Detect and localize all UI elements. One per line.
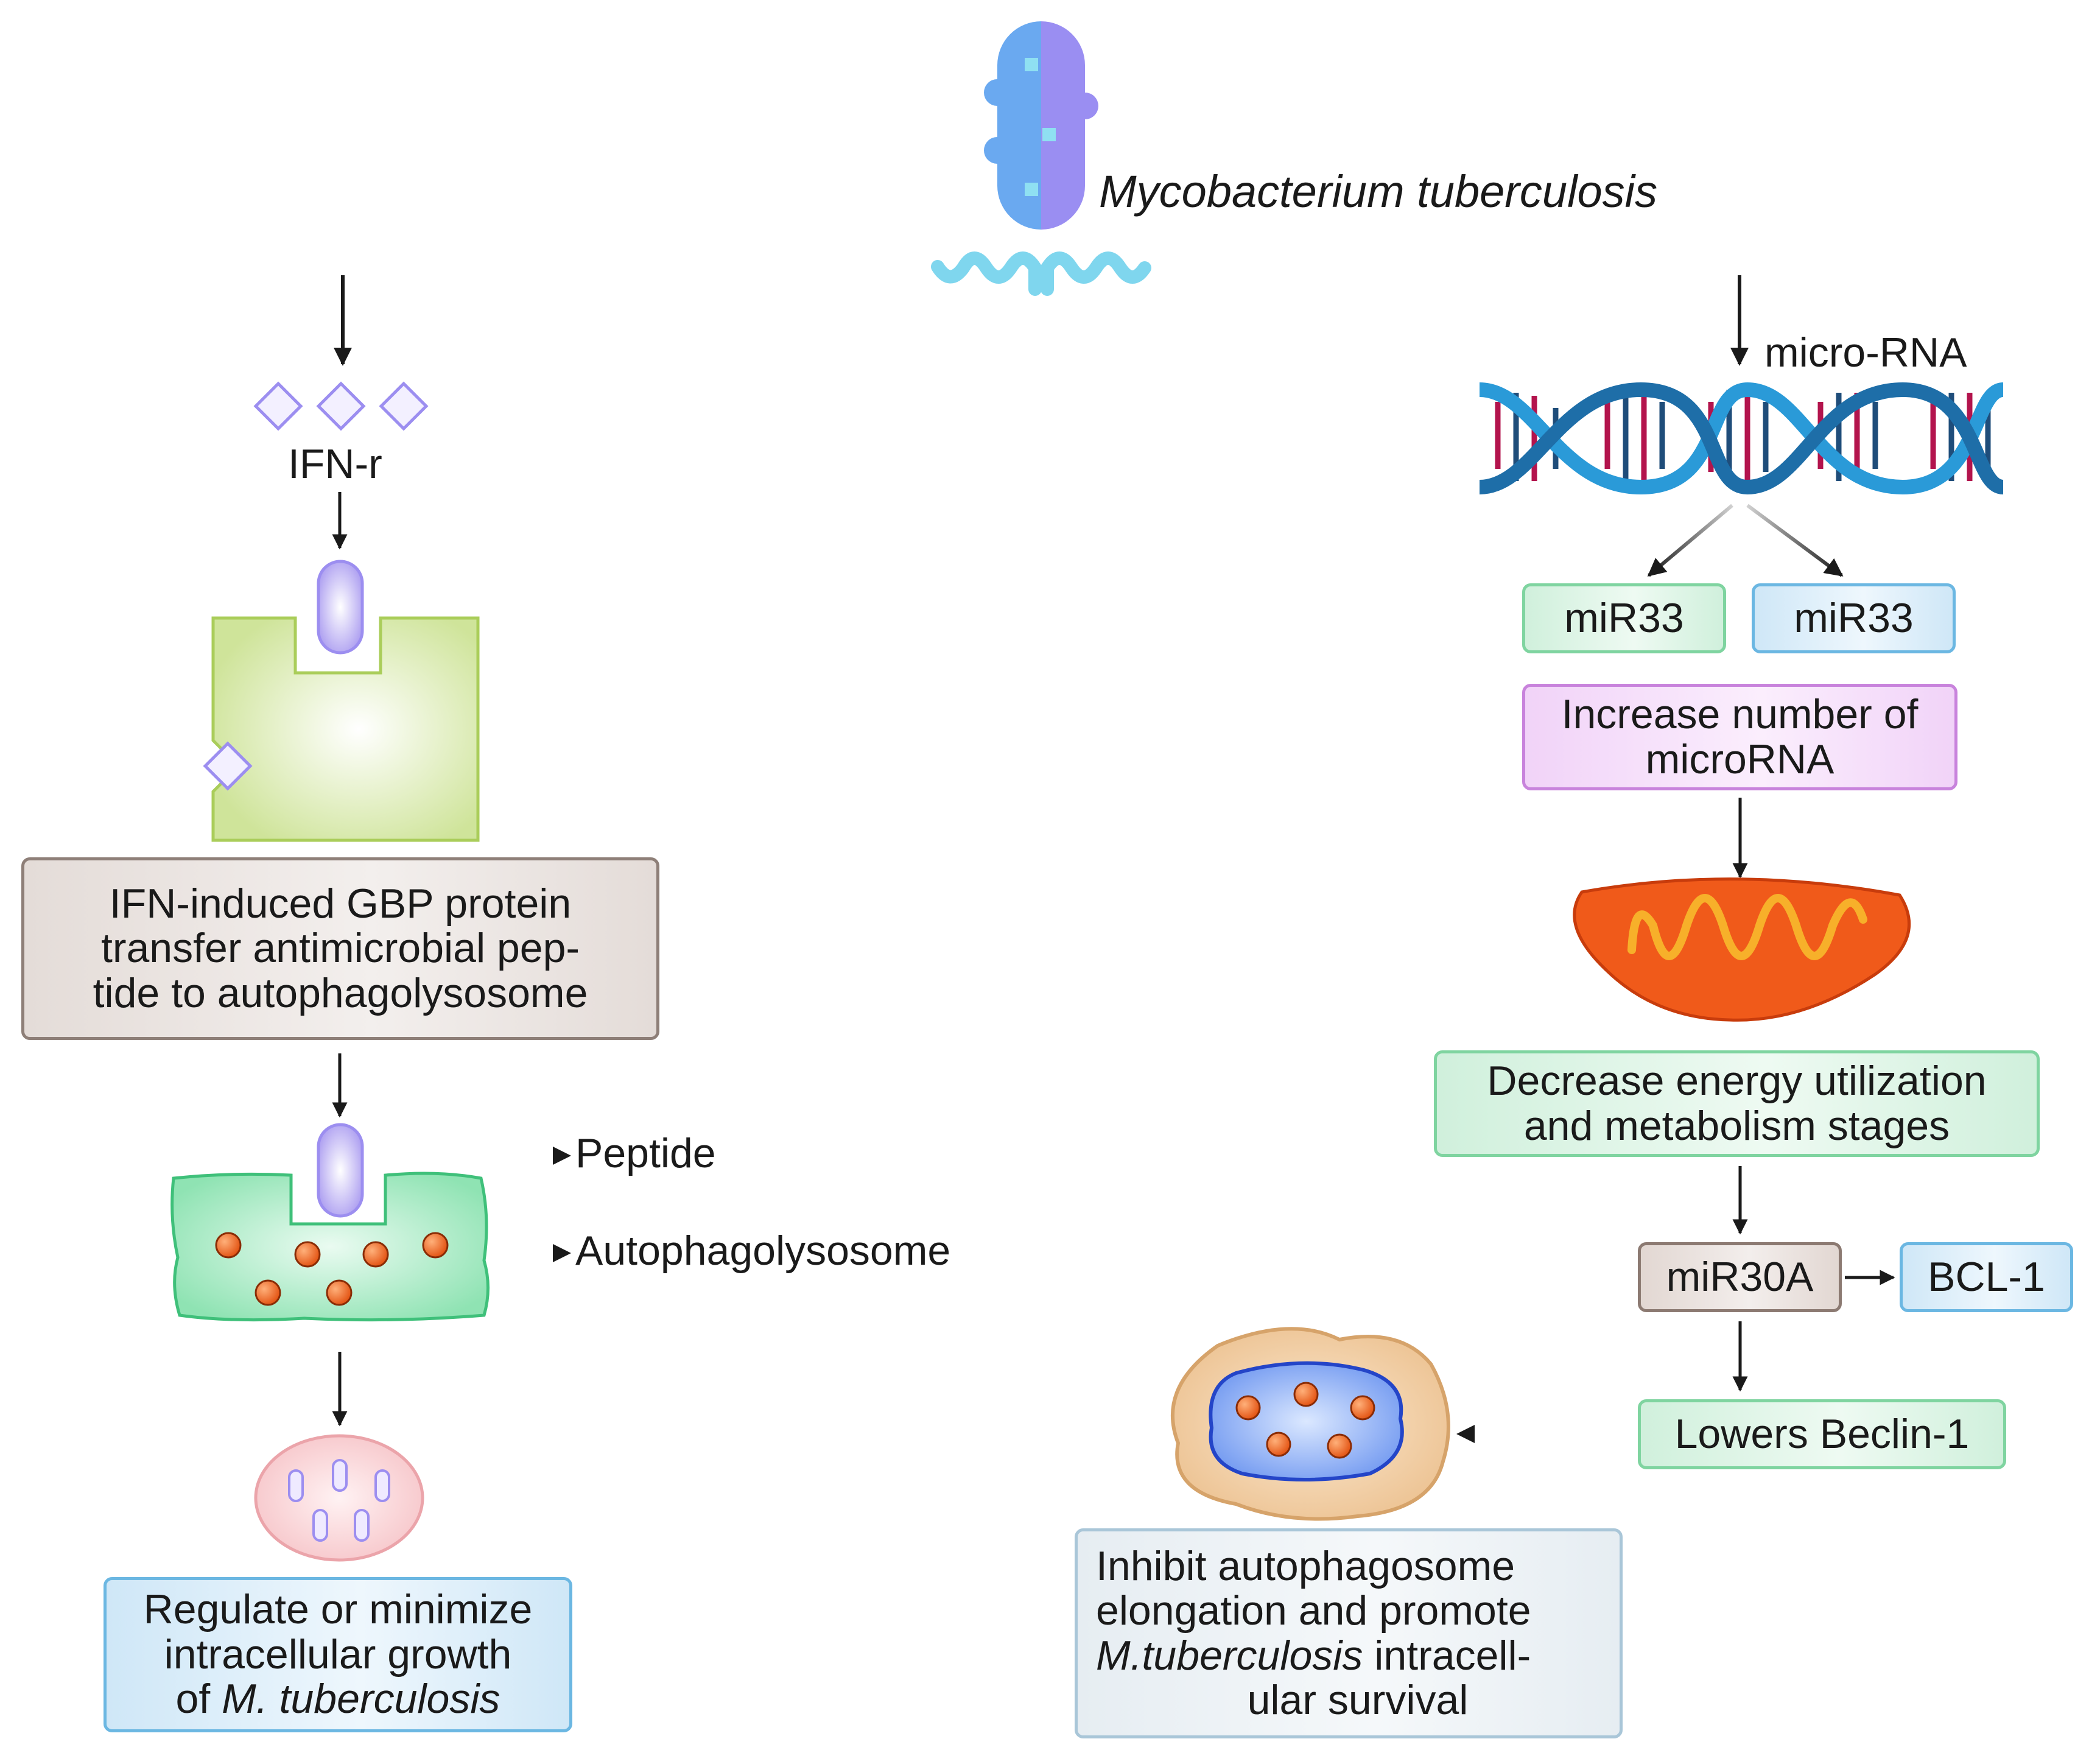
decrease-line-1: Decrease energy utilization [1487, 1058, 1987, 1105]
decrease-energy-box: Decrease energy utilization and metaboli… [1434, 1050, 2040, 1157]
receptor-icon [203, 560, 480, 842]
regulate-line-3-italic: M. tuberculosis [222, 1676, 500, 1723]
increase-microrna-box: Increase number of microRNA [1522, 684, 1957, 790]
increase-line-2: microRNA [1645, 736, 1834, 782]
regulate-line-3: of M. tuberculosis [175, 1676, 500, 1723]
mir33-right-box: miR33 [1752, 583, 1956, 653]
regulate-growth-box: Regulate or minimize intracellular growt… [104, 1577, 572, 1732]
inhibit-line-3-italic: M.tuberculosis [1096, 1632, 1363, 1679]
arrow-dna-to-mir33-right [1746, 504, 1844, 577]
arrow-dna-to-mir33-left [1647, 504, 1733, 577]
mitochondrion-icon [1573, 877, 1911, 1022]
inhibit-line-3-suffix: intracell- [1363, 1632, 1531, 1679]
increase-line-1: Increase number of [1561, 691, 1919, 738]
infected-cell-icon [1170, 1327, 1450, 1521]
ifn-diamonds-icon [253, 381, 429, 431]
inhibit-line-3: M.tuberculosis intracell- [1096, 1632, 1531, 1679]
inhibit-line-1: Inhibit autophagosome [1096, 1542, 1515, 1589]
inhibit-line-4: ular survival [1247, 1676, 1469, 1723]
inhibit-line-2: elongation and promote [1096, 1587, 1531, 1634]
mycobacterium-icon [931, 21, 1151, 296]
ifn-r-label: IFN-r [288, 441, 382, 487]
dna-helix-icon [1479, 382, 2004, 495]
regulate-line-2: intracellular growth [164, 1631, 512, 1678]
gbp-line-3: tide to autophagolysosome [93, 969, 588, 1016]
mir33-left-box: miR33 [1522, 583, 1726, 653]
lowers-beclin-box: Lowers Beclin-1 [1638, 1399, 2006, 1469]
gbp-line-1: IFN-induced GBP protein [109, 880, 572, 927]
inhibit-autophagosome-box: Inhibit autophagosome elongation and pro… [1075, 1528, 1623, 1738]
regulate-line-3-prefix: of [175, 1676, 222, 1723]
regulate-line-1: Regulate or minimize [143, 1586, 533, 1633]
vesicle-icon [254, 1434, 424, 1562]
top-branch-arrows [334, 273, 1749, 366]
mycobacterium-title: Mycobacterium tuberculosis [1099, 166, 1658, 217]
peptide-label: Peptide [575, 1130, 716, 1176]
gbp-protein-box: IFN-induced GBP protein transfer antimic… [21, 857, 659, 1040]
bcl1-box: BCL-1 [1900, 1242, 2073, 1312]
autophagolysosome-label: Autophagolysosome [575, 1228, 951, 1274]
micro-rna-label: micro-RNA [1764, 329, 1967, 376]
autophagolysosome-icon [170, 1123, 490, 1322]
decrease-line-2: and metabolism stages [1523, 1102, 1950, 1149]
gbp-line-2: transfer antimicrobial pep- [100, 925, 580, 972]
mir30a-box: miR30A [1638, 1242, 1842, 1312]
